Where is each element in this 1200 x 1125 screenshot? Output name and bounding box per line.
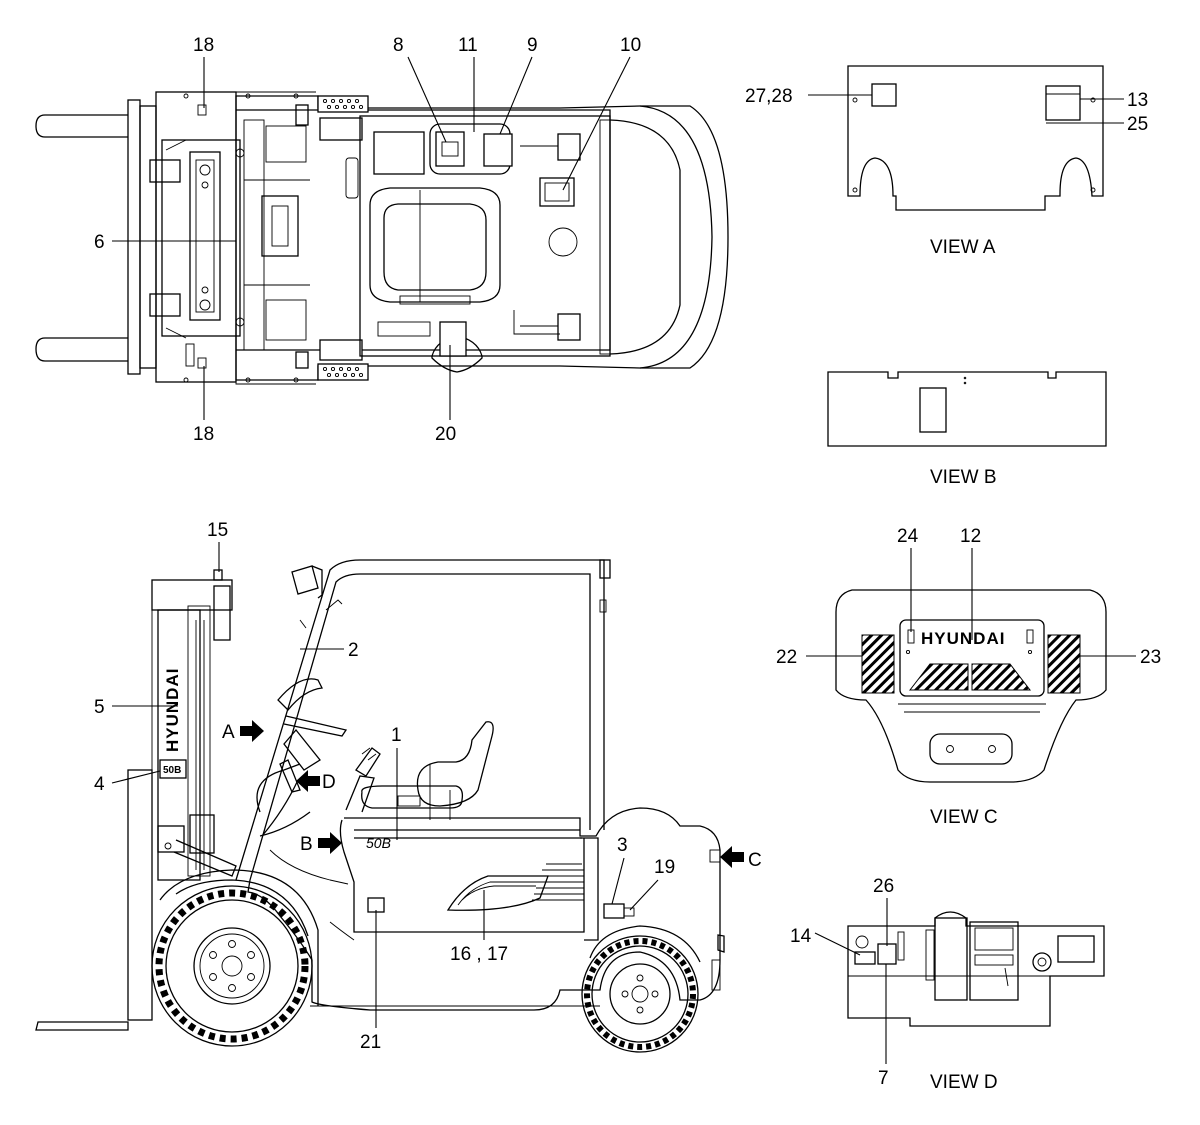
arrow-d-icon <box>296 770 320 792</box>
callout-27-28: 27,28 <box>745 86 793 107</box>
callout-2: 2 <box>348 640 359 661</box>
top-view <box>35 91 729 385</box>
callout-25: 25 <box>1127 114 1148 135</box>
callout-13: 13 <box>1127 90 1148 111</box>
arrow-d-label: D <box>322 772 336 793</box>
arrow-b-label: B <box>300 834 313 855</box>
callout-26: 26 <box>873 876 894 897</box>
view-c: HYUNDAI 24 12 22 23 VIEW C <box>776 526 1161 828</box>
view-arrows: A B C D <box>222 720 762 871</box>
callout-16-17: 16 , 17 <box>450 944 508 965</box>
callout-21: 21 <box>360 1032 381 1053</box>
body-model-text: 50B <box>366 835 391 851</box>
callout-24: 24 <box>897 526 919 547</box>
arrow-b-icon <box>318 832 342 854</box>
callout-22: 22 <box>776 647 797 668</box>
callout-8: 8 <box>393 35 404 56</box>
callout-7: 7 <box>878 1068 889 1089</box>
view-d: 26 14 7 VIEW D <box>790 876 1105 1093</box>
callout-19: 19 <box>654 857 675 878</box>
view-d-title: VIEW D <box>930 1072 998 1093</box>
mast-brand: HYUNDAI <box>163 668 182 752</box>
callout-3: 3 <box>617 835 628 856</box>
callout-18-top: 18 <box>193 35 214 56</box>
view-a-title: VIEW A <box>930 237 996 258</box>
view-b: VIEW B <box>827 371 1107 488</box>
callout-1: 1 <box>391 725 402 746</box>
arrow-c-label: C <box>748 850 762 871</box>
side-view-callouts: 15 2 5 4 1 3 19 16 , 17 21 <box>94 520 675 1053</box>
callout-10: 10 <box>620 35 641 56</box>
callout-5: 5 <box>94 697 105 718</box>
callout-20: 20 <box>435 424 456 445</box>
arrow-c-icon <box>720 846 744 868</box>
arrow-a-label: A <box>222 722 235 743</box>
callout-14: 14 <box>790 926 812 947</box>
view-c-title: VIEW C <box>930 807 998 828</box>
view-b-title: VIEW B <box>930 467 997 488</box>
view-a: 27,28 13 25 VIEW A <box>745 65 1148 258</box>
callout-11: 11 <box>458 35 478 56</box>
side-view: 50B HYUNDAI <box>35 559 725 1053</box>
callout-12: 12 <box>960 526 981 547</box>
view-c-brand: HYUNDAI <box>921 629 1005 648</box>
arrow-a-icon <box>240 720 264 742</box>
mast-50b-text: 50B <box>163 765 181 776</box>
callout-23: 23 <box>1140 647 1161 668</box>
callout-9: 9 <box>527 35 538 56</box>
top-view-callouts: 18 18 6 8 11 9 10 20 <box>94 35 641 445</box>
callout-6: 6 <box>94 232 105 253</box>
mast-50b-plate <box>159 759 187 779</box>
callout-4: 4 <box>94 774 105 795</box>
callout-15: 15 <box>207 520 228 541</box>
callout-18-bottom: 18 <box>193 424 214 445</box>
